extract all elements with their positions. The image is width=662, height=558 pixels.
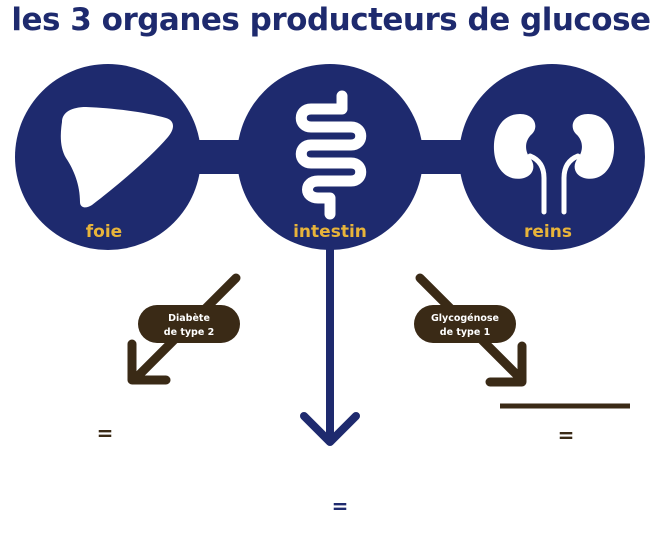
- disease-badge-diabete: Diabète de type 2: [138, 305, 240, 343]
- organ-circle-reins: [459, 64, 645, 250]
- disease-badge-glycogenose: Glycogénose de type 1: [414, 305, 516, 343]
- liver-icon: [60, 107, 173, 208]
- disease-badge-line2: de type 1: [440, 327, 490, 338]
- equals-sign-center: =: [332, 494, 349, 518]
- equals-sign-left: =: [97, 421, 114, 445]
- intestine-icon: [295, 90, 367, 220]
- disease-badge-line1: Glycogénose: [431, 313, 499, 324]
- organ-label-foie: foie: [86, 222, 122, 242]
- disease-badge-line1: Diabète: [168, 313, 210, 324]
- equals-sign-right: =: [558, 423, 575, 447]
- kidneys-icon: [493, 114, 615, 215]
- organ-label-intestin: intestin: [293, 222, 367, 242]
- page-title: les 3 organes producteurs de glucose: [11, 2, 651, 38]
- organ-label-reins: reins: [524, 222, 572, 242]
- organ-circle-intestin: [237, 64, 423, 250]
- central-down-arrow: [300, 240, 360, 446]
- disease-badge-line2: de type 2: [164, 327, 214, 338]
